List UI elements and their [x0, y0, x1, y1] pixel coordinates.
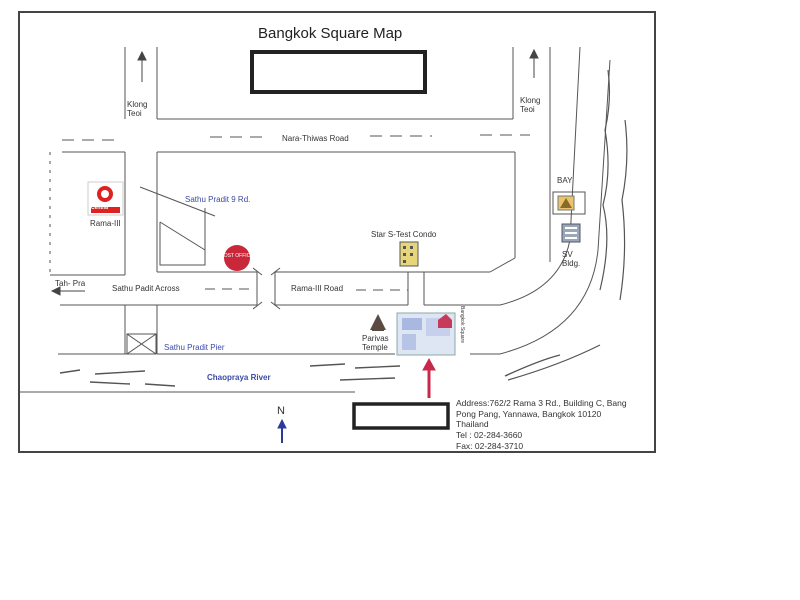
post-office-label: POST OFFICE: [220, 253, 254, 259]
nara-thiwas-road-label: Nara-Thiwas Road: [282, 134, 349, 143]
sathu-padit-across-label: Sathu Padit Across: [112, 284, 180, 293]
map-title: Bangkok Square Map: [258, 25, 403, 42]
bay-box: [552, 191, 586, 215]
address-line: Address:762/2 Rama 3 Rd., Building C, Ba…: [456, 398, 627, 408]
central-logo-icon: [87, 181, 124, 216]
rama3-road-label: Rama-III Road: [291, 284, 344, 293]
rama3-left-label: Rama-III: [90, 219, 121, 228]
temple-icon: [370, 314, 386, 331]
chaopraya-river-label: Chaopraya River: [207, 373, 271, 382]
tel-line: Tel : 02-284-3660: [456, 429, 523, 440]
bangkok-square-building-icon: [396, 312, 456, 356]
address-line: Thailand: [456, 419, 489, 430]
bay-bank-icon: [557, 195, 575, 211]
post-office-icon: POST OFFICE: [220, 245, 254, 271]
sv-building-icon: [561, 223, 581, 243]
address-block: Address:762/2 Rama 3 Rd., Building C, Ba…: [456, 398, 627, 451]
address-line: Pong Pang, Yannawa, Bangkok 10120: [456, 408, 602, 419]
top-label-box: [250, 50, 427, 94]
tah-pra-label: Tah- Pra: [55, 279, 86, 288]
central-label: Central: [91, 205, 109, 211]
klong-teoi-right-arrow: [529, 48, 539, 78]
bay-label: BAY: [557, 176, 573, 185]
map-frame: [18, 11, 656, 453]
fax-line: Fax: 02-284-3710: [456, 440, 524, 451]
location-marker-arrow: [422, 357, 436, 398]
tah-pra-arrow: [50, 286, 85, 296]
pier-box: [126, 333, 157, 355]
bottom-label-box: [352, 402, 450, 430]
condo-building-icon: [399, 241, 419, 267]
star-condo-label: Star S-Test Condo: [371, 230, 437, 239]
north-arrow-icon: [277, 418, 287, 443]
north-label: N: [277, 405, 285, 417]
sathu-pradit-9-label: Sathu Pradit 9 Rd.: [185, 195, 251, 204]
sathu-pradit-pier-label: Sathu Pradit Pier: [164, 343, 225, 352]
klong-teoi-left-arrow: [137, 50, 147, 82]
bangkok-square-vertical-label: Bangkok Square: [458, 306, 465, 343]
